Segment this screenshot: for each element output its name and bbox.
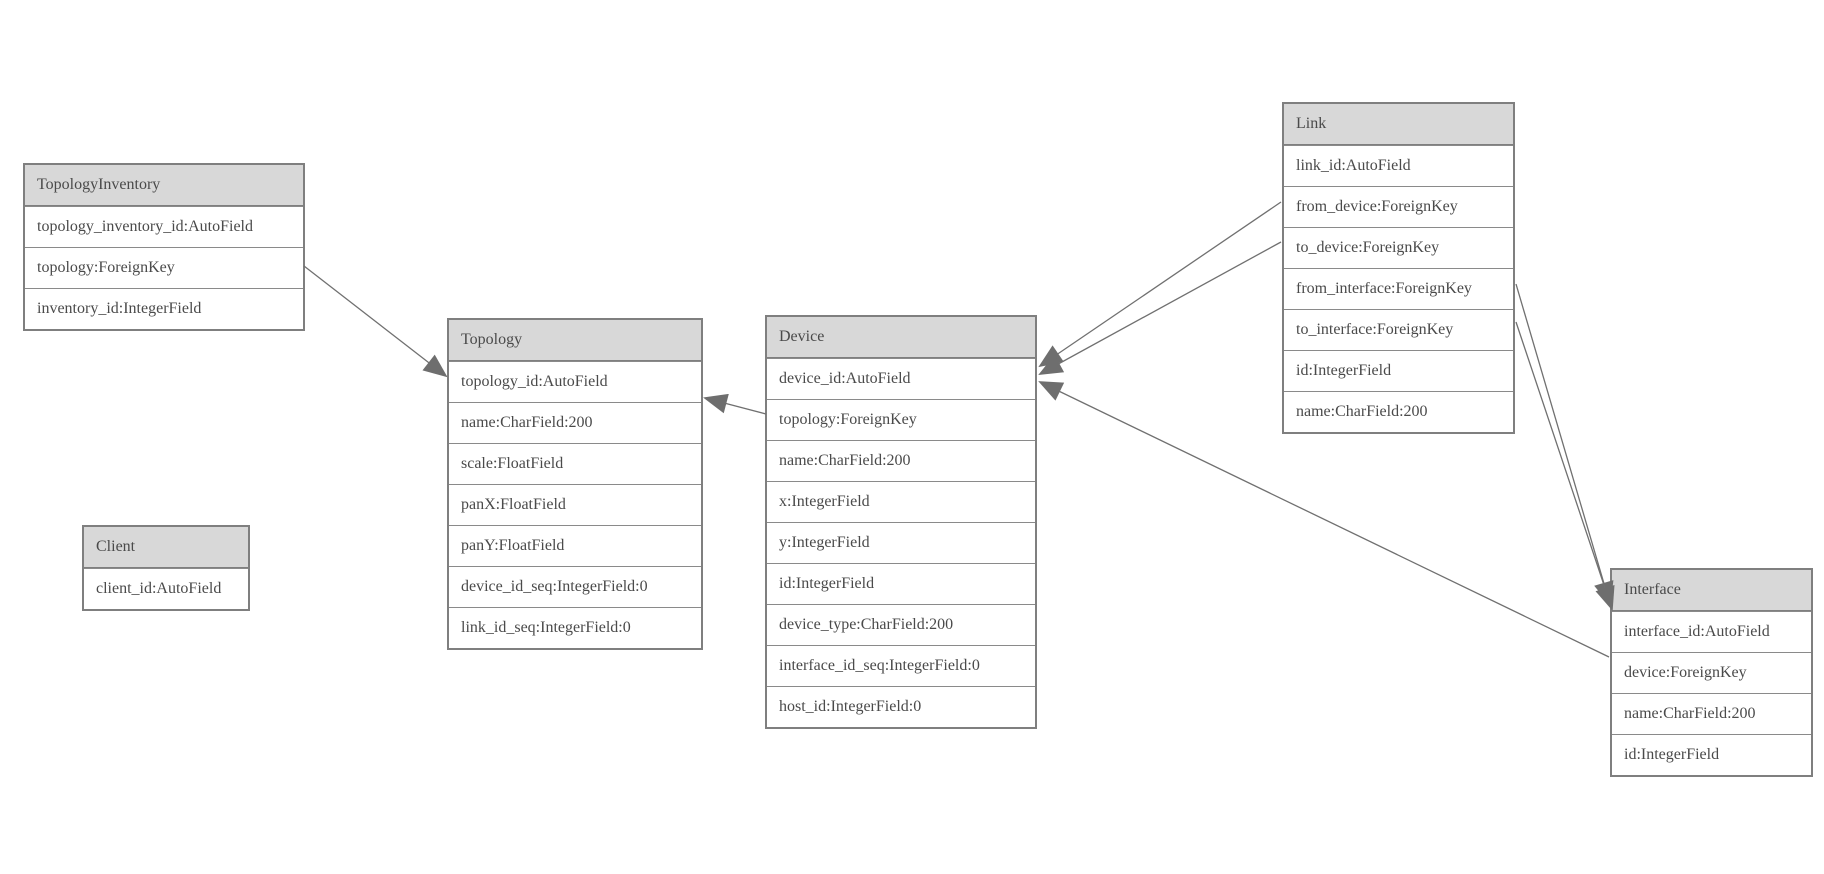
field-row: panY:FloatField <box>449 525 701 566</box>
field-row: topology:ForeignKey <box>25 247 303 288</box>
entity-client: Client client_id:AutoField <box>82 525 250 611</box>
entity-device: Device device_id:AutoField topology:Fore… <box>765 315 1037 729</box>
field-row: topology:ForeignKey <box>767 399 1035 440</box>
field-row: scale:FloatField <box>449 443 701 484</box>
entity-title: Link <box>1284 104 1513 145</box>
entity-link: Link link_id:AutoField from_device:Forei… <box>1282 102 1515 434</box>
field-row: y:IntegerField <box>767 522 1035 563</box>
entity-topology: Topology topology_id:AutoField name:Char… <box>447 318 703 650</box>
field-row: client_id:AutoField <box>84 568 248 609</box>
field-row: to_device:ForeignKey <box>1284 227 1513 268</box>
field-row: inventory_id:IntegerField <box>25 288 303 329</box>
entity-title: Topology <box>449 320 701 361</box>
field-row: device_type:CharField:200 <box>767 604 1035 645</box>
field-row: id:IntegerField <box>1284 350 1513 391</box>
field-row: device:ForeignKey <box>1612 652 1811 693</box>
field-row: topology_inventory_id:AutoField <box>25 206 303 247</box>
entity-interface: Interface interface_id:AutoField device:… <box>1610 568 1813 777</box>
entity-title: Device <box>767 317 1035 358</box>
field-row: from_device:ForeignKey <box>1284 186 1513 227</box>
field-row: link_id_seq:IntegerField:0 <box>449 607 701 648</box>
entity-title: Client <box>84 527 248 568</box>
field-row: id:IntegerField <box>767 563 1035 604</box>
field-row: from_interface:ForeignKey <box>1284 268 1513 309</box>
relationship-link-fromdevice-device <box>1038 201 1282 368</box>
field-row: panX:FloatField <box>449 484 701 525</box>
field-row: interface_id_seq:IntegerField:0 <box>767 645 1035 686</box>
field-row: link_id:AutoField <box>1284 145 1513 186</box>
relationship-link-frominterface-interface <box>1515 283 1614 606</box>
field-row: device_id_seq:IntegerField:0 <box>449 566 701 607</box>
relationship-link-todevice-device <box>1038 241 1282 375</box>
field-row: id:IntegerField <box>1612 734 1811 775</box>
field-row: name:CharField:200 <box>1284 391 1513 432</box>
field-row: x:IntegerField <box>767 481 1035 522</box>
relationship-link-tointerface-interface <box>1515 321 1615 611</box>
entity-topology-inventory: TopologyInventory topology_inventory_id:… <box>23 163 305 331</box>
field-row: to_interface:ForeignKey <box>1284 309 1513 350</box>
relationship-device-topology <box>703 393 767 415</box>
field-row: topology_id:AutoField <box>449 361 701 402</box>
field-row: device_id:AutoField <box>767 358 1035 399</box>
field-row: name:CharField:200 <box>1612 693 1811 734</box>
field-row: host_id:IntegerField:0 <box>767 686 1035 727</box>
relationship-topologyinventory-topology <box>303 265 448 378</box>
field-row: name:CharField:200 <box>449 402 701 443</box>
field-row: interface_id:AutoField <box>1612 611 1811 652</box>
entity-title: Interface <box>1612 570 1811 611</box>
field-row: name:CharField:200 <box>767 440 1035 481</box>
entity-title: TopologyInventory <box>25 165 303 206</box>
